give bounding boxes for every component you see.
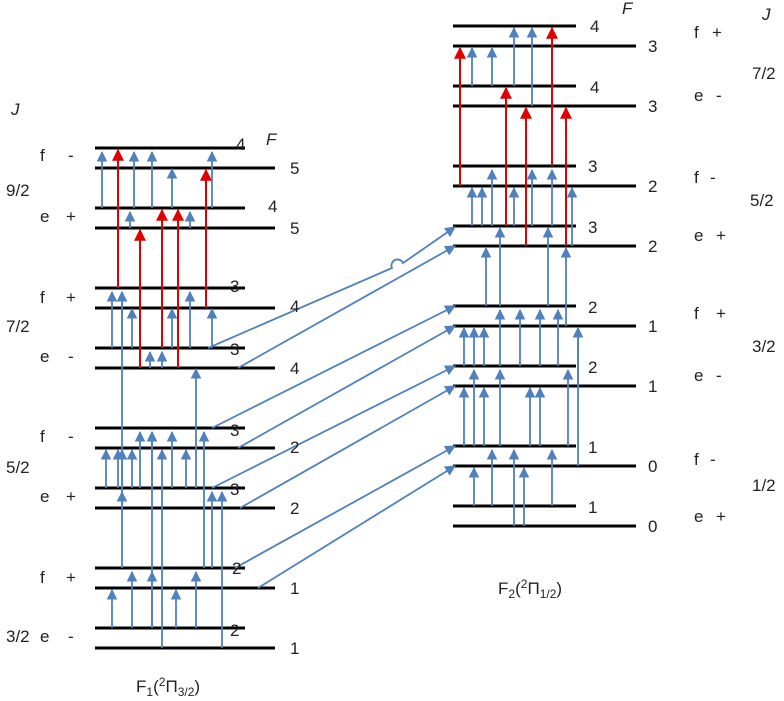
parity-label: e <box>40 207 49 226</box>
right-levels <box>453 24 636 528</box>
right-F-value: 1 <box>588 498 597 517</box>
parity-label: e <box>40 627 49 646</box>
left-J-label: 5/2 <box>6 458 30 477</box>
parity-sign: - <box>716 86 722 105</box>
parity-label: e <box>694 366 703 385</box>
left-red-transitions <box>112 148 212 368</box>
parity-sign: + <box>66 207 76 226</box>
right-F-header: F <box>622 0 634 18</box>
parity-label: e <box>694 507 703 526</box>
cross-transitions <box>207 226 456 589</box>
left-F-value: 4 <box>290 297 299 316</box>
parity-sign: + <box>66 568 76 587</box>
cross-transition-arrow <box>234 445 456 569</box>
right-red-transitions <box>454 26 572 246</box>
left-F-value: 2 <box>230 621 239 640</box>
parity-sign: - <box>716 366 722 385</box>
parity-label: f <box>694 168 699 187</box>
parity-label: e <box>40 487 49 506</box>
right-J-header: J <box>761 5 771 24</box>
right-J-label: 7/2 <box>752 64 776 83</box>
left-F-value: 5 <box>290 219 299 238</box>
parity-label: f <box>40 427 45 446</box>
right-stack-caption: F2(2Π1/2) <box>498 577 562 601</box>
parity-sign: - <box>68 347 74 366</box>
parity-label: f <box>694 304 699 323</box>
right-F-value: 2 <box>588 298 597 317</box>
left-vertical-transitions <box>96 150 228 648</box>
right-F-value: 2 <box>588 358 597 377</box>
left-J-label: 9/2 <box>6 181 30 200</box>
left-F-value: 3 <box>230 340 239 359</box>
cross-transition-arrow <box>237 245 456 369</box>
parity-sign: + <box>66 288 76 307</box>
parity-sign: - <box>710 450 716 469</box>
parity-sign: + <box>716 304 726 323</box>
right-F-value: 4 <box>590 78 599 97</box>
right-F-value: 1 <box>648 317 657 336</box>
left-F-value: 2 <box>290 438 299 457</box>
parity-sign: - <box>68 627 74 646</box>
left-F-value: 4 <box>290 359 299 378</box>
right-F-value: 1 <box>648 377 657 396</box>
parity-sign: - <box>68 146 74 165</box>
right-F-value: 0 <box>648 457 657 476</box>
right-vertical-transitions <box>458 26 584 526</box>
left-F-value: 2 <box>290 499 299 518</box>
cross-transition-arrow <box>239 385 456 509</box>
left-F-value: 3 <box>230 277 239 296</box>
right-F-value: 4 <box>590 17 599 36</box>
cross-transition-arrow <box>257 465 456 589</box>
left-F-value: 5 <box>290 159 299 178</box>
parity-label: f <box>694 23 699 42</box>
parity-sign: + <box>66 487 76 506</box>
right-J-label: 5/2 <box>750 191 774 210</box>
left-J-header: J <box>10 100 20 119</box>
right-F-value: 0 <box>648 517 657 536</box>
left-labels: J F 9/2 7/2 5/2 3/2 f - e + f + e - f - … <box>6 100 299 699</box>
left-F-value: 3 <box>230 421 239 440</box>
right-J-label: 1/2 <box>752 476 776 495</box>
parity-label: f <box>40 146 45 165</box>
parity-label: f <box>40 288 45 307</box>
parity-sign: + <box>716 507 726 526</box>
cross-transition-arrow <box>237 325 456 449</box>
left-J-label: 7/2 <box>6 317 30 336</box>
right-labels: F J 7/2 5/2 3/2 1/2 f + e - f - e + f + … <box>498 0 776 601</box>
left-levels <box>95 146 275 650</box>
left-F-value: 4 <box>268 197 277 216</box>
left-F-value: 4 <box>236 135 245 154</box>
parity-label: e <box>40 347 49 366</box>
right-F-value: 2 <box>648 237 657 256</box>
right-J-label: 3/2 <box>752 337 776 356</box>
cross-transition-arrow <box>211 365 456 489</box>
left-F-header: F <box>266 130 278 149</box>
right-F-value: 1 <box>588 438 597 457</box>
left-F-value: 1 <box>290 579 299 598</box>
parity-label: f <box>694 450 699 469</box>
parity-sign: + <box>712 23 722 42</box>
left-F-value: 1 <box>290 639 299 658</box>
parity-label: e <box>694 226 703 245</box>
parity-sign: - <box>68 427 74 446</box>
right-F-value: 3 <box>588 157 597 176</box>
right-F-value: 3 <box>588 218 597 237</box>
left-stack-caption: F1(2Π3/2) <box>136 675 200 699</box>
parity-label: e <box>694 86 703 105</box>
parity-sign: + <box>716 226 726 245</box>
parity-sign: - <box>710 168 716 187</box>
right-F-value: 3 <box>648 37 657 56</box>
right-F-value: 3 <box>648 97 657 116</box>
left-J-label: 3/2 <box>6 627 30 646</box>
parity-label: f <box>40 568 45 587</box>
cross-transition-arrow <box>211 305 456 429</box>
cross-transition-arrow <box>207 226 456 349</box>
left-F-value: 3 <box>230 480 239 499</box>
right-F-value: 2 <box>648 177 657 196</box>
left-F-value: 2 <box>232 559 241 578</box>
